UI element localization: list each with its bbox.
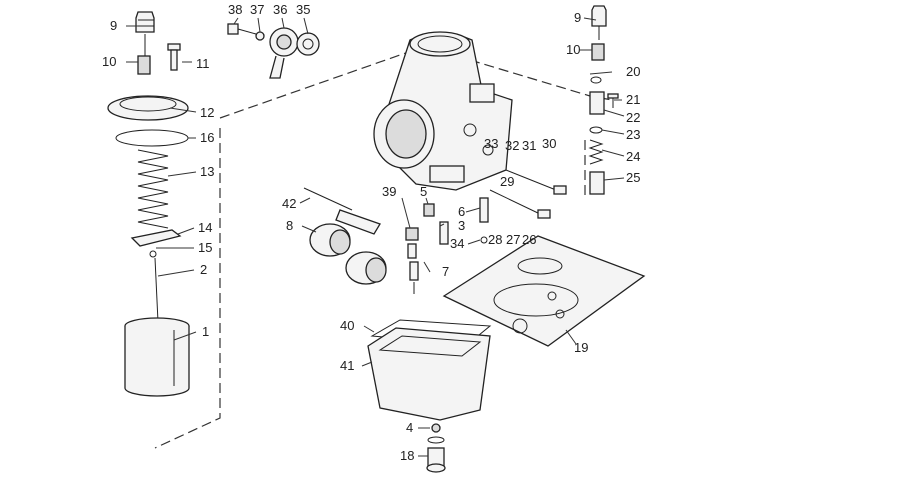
callout-37: 37 [250, 2, 264, 17]
callout-20: 20 [626, 64, 640, 79]
needle-valve-7 [409, 261, 419, 294]
adjuster-10-right [591, 43, 605, 61]
washer-37 [255, 31, 265, 41]
callout-26: 26 [522, 232, 536, 247]
callout-41: 41 [340, 358, 354, 373]
rod-42 [303, 187, 353, 211]
cap-9-left [135, 11, 155, 56]
callout-4: 4 [406, 420, 413, 435]
callout-21: 21 [626, 92, 640, 107]
screw-11 [167, 43, 181, 71]
plate-14 [130, 229, 182, 247]
float-bowl-41 [367, 327, 491, 421]
callout-32: 32 [505, 138, 519, 153]
leader-lines [126, 17, 625, 457]
callout-25: 25 [626, 170, 640, 185]
cover-12 [107, 95, 189, 121]
spring-24 [588, 139, 604, 165]
float-8 [309, 209, 387, 285]
callout-39: 39 [382, 184, 396, 199]
callout-38: 38 [228, 2, 242, 17]
assembly-outline-left [154, 128, 221, 449]
callout-16: 16 [200, 130, 214, 145]
callout-9-left: 9 [110, 18, 117, 33]
plunger-25 [589, 171, 605, 195]
callout-24: 24 [626, 149, 640, 164]
jet-39 [405, 227, 419, 259]
callout-35: 35 [296, 2, 310, 17]
carburetor-body [373, 31, 513, 191]
callout-30: 30 [542, 136, 556, 151]
callout-36: 36 [273, 2, 287, 17]
washer-34 [480, 236, 488, 244]
callout-8: 8 [286, 218, 293, 233]
callout-11: 11 [196, 56, 210, 71]
callout-34: 34 [450, 236, 464, 251]
callout-5: 5 [420, 184, 427, 199]
callout-13: 13 [200, 164, 214, 179]
fitting-36 [269, 27, 299, 79]
adjuster-10-left [137, 55, 151, 75]
gasket-16 [115, 129, 189, 147]
callout-12: 12 [200, 105, 214, 120]
callout-3: 3 [458, 218, 465, 233]
callout-28: 28 [488, 232, 502, 247]
callout-labels: 9 10 11 12 16 13 14 15 2 1 38 37 36 35 9… [102, 2, 640, 463]
callout-31: 31 [522, 138, 536, 153]
jet-5 [423, 203, 435, 217]
assembly-outline-top [219, 47, 421, 119]
screw-30-31 [505, 169, 567, 195]
cap-9-right [591, 5, 607, 40]
callout-18: 18 [400, 448, 414, 463]
body-22 [589, 91, 605, 115]
callout-22: 22 [626, 110, 640, 125]
callout-29: 29 [500, 174, 514, 189]
jet-3 [439, 221, 449, 245]
callout-42: 42 [282, 196, 296, 211]
callout-10-left: 10 [102, 54, 116, 69]
callout-14: 14 [198, 220, 212, 235]
callout-1: 1 [202, 324, 209, 339]
callout-27: 27 [506, 232, 520, 247]
spring-13 [137, 149, 169, 229]
gasket-set-19 [442, 235, 646, 347]
callout-15: 15 [198, 240, 212, 255]
callout-19: 19 [574, 340, 588, 355]
callout-10-right: 10 [566, 42, 580, 57]
callout-7: 7 [442, 264, 449, 279]
plug-18 [426, 447, 446, 473]
screws-26-27-28 [489, 189, 551, 219]
callout-40: 40 [340, 318, 354, 333]
callout-6: 6 [458, 204, 465, 219]
washer-4-bottom [427, 423, 445, 444]
callout-9-right: 9 [574, 10, 581, 25]
slide-1 [124, 317, 190, 397]
screw-38 [227, 23, 257, 35]
callout-33: 33 [484, 136, 498, 151]
gasket-35 [296, 32, 320, 56]
callout-2: 2 [200, 262, 207, 277]
nut-20 [590, 76, 602, 84]
washer-23 [589, 126, 603, 134]
needle-2 [154, 257, 159, 323]
screw-21 [607, 93, 619, 108]
clip-15 [149, 250, 157, 258]
callout-23: 23 [626, 127, 640, 142]
jet-6 [479, 197, 489, 223]
